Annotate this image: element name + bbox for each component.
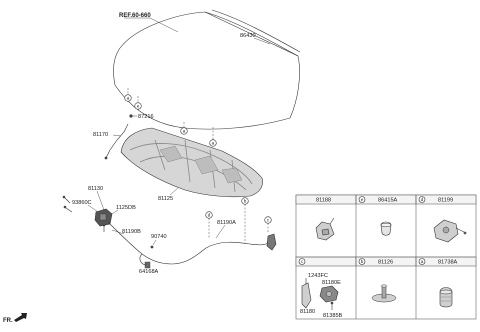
callout-letter: d (208, 213, 211, 218)
parts-table (295, 194, 477, 320)
callout-letter: a (183, 129, 186, 134)
front-direction-label: FR. (3, 318, 13, 324)
screw-81385B-icon (330, 301, 334, 305)
callout-circle-a-3 (209, 139, 217, 147)
front-arrow-icon (14, 313, 27, 322)
table-code-86415A: 86415A (378, 198, 398, 204)
table-code-81385B: 81385B (323, 313, 343, 319)
table-letter: e (361, 197, 364, 202)
callout-circle-a-2 (180, 127, 188, 135)
ref-label: REF.60-660 (119, 13, 151, 19)
stay-end-icon (104, 156, 108, 160)
label-90740: 90740 (151, 234, 167, 240)
label-81130: 81130 (88, 186, 103, 192)
table-code-81199: 81199 (438, 198, 453, 204)
release-handle (266, 233, 277, 251)
table-letter: c (301, 259, 304, 264)
callout-letter: b (244, 199, 247, 204)
grommet-icon (150, 245, 154, 249)
label-81170: 81170 (93, 132, 108, 138)
label-81125: 81125 (158, 196, 173, 202)
part-81180E-icon (319, 285, 339, 303)
part-81180-icon (301, 278, 312, 309)
table-letter: a (421, 259, 424, 264)
table-code-81738A: 81738A (438, 260, 458, 266)
table-code-1243FC: 1243FC (308, 273, 328, 279)
callout-circle-e (134, 102, 142, 110)
table-code-81180E: 81180E (322, 280, 341, 286)
table-letter: b (361, 259, 364, 264)
table-letter: d (421, 197, 424, 202)
callout-letter: a (212, 141, 215, 146)
table-circle-c (298, 258, 306, 265)
label-81190B: 81190B (122, 229, 141, 235)
callout-letter: e (137, 104, 140, 109)
part-86415A-icon (380, 221, 392, 236)
label-87216: 87216 (138, 114, 154, 120)
label-81190A: 81190A (217, 220, 236, 226)
callout-letter: c (267, 218, 270, 223)
label-93860C: 93860C (72, 200, 92, 206)
table-code-81126: 81126 (378, 260, 393, 266)
table-code-81180: 81180 (300, 309, 315, 315)
bolt-icon (63, 205, 67, 209)
table-circle-e (358, 196, 366, 203)
part-81738A-icon (439, 287, 453, 308)
table-code-81188: 81188 (316, 198, 331, 204)
callout-circle-d (205, 211, 213, 219)
callout-circle-a-1 (124, 94, 132, 102)
callout-circle-c (264, 216, 272, 224)
table-circle-d (418, 196, 426, 203)
hood-insulator (120, 127, 263, 198)
label-1125DB: 1125DB (116, 205, 136, 211)
callout-letter: a (127, 96, 130, 101)
label-64168A: 64168A (139, 269, 159, 275)
part-81199-icon (433, 219, 467, 243)
part-81188-icon (315, 217, 335, 241)
table-circle-a (418, 258, 426, 265)
table-circle-b (358, 258, 366, 265)
hood-panel (113, 9, 301, 130)
bolt-icon (62, 195, 66, 199)
label-86430: 86430 (240, 33, 256, 39)
part-81126-icon (371, 284, 397, 303)
callout-circle-b (241, 197, 249, 205)
